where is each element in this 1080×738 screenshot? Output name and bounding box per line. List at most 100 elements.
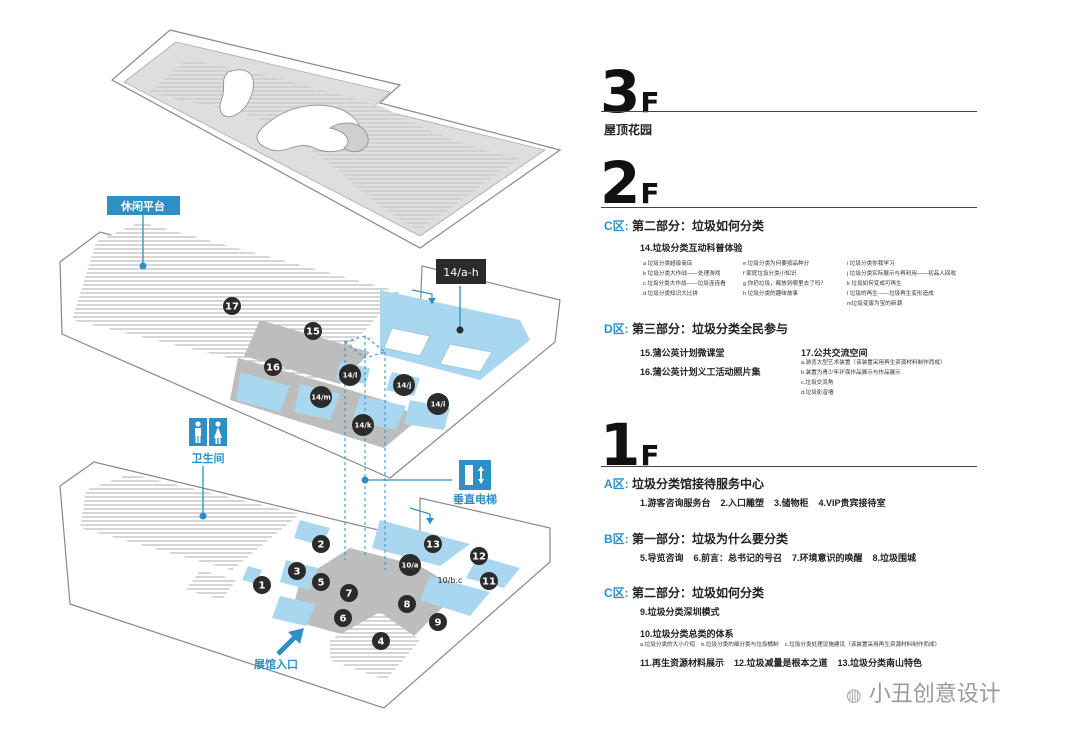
item-14: 14.垃圾分类互动科普体验: [640, 243, 743, 253]
room-marker-1f-11: 12: [470, 547, 488, 565]
svg-text:5: 5: [318, 578, 325, 589]
floor-1-b-heading: B区: 第一部分：垃圾为什么要分类: [604, 530, 788, 547]
floor-1-a-items: 1.游客咨询服务台 2.入口雕塑 3.储物柜 4.VIP贵宾接待室: [640, 498, 886, 508]
floor-1-heading: 1F: [600, 416, 660, 474]
svg-text:10/a: 10/a: [401, 562, 418, 570]
floor-1-rule: [601, 466, 977, 467]
sub-10: a.垃圾分类的大小介绍 b.垃圾分类的细分类与垃圾桶制 c.垃圾分类处理设施建设…: [640, 642, 941, 648]
floor-3-rule: [601, 111, 977, 112]
room-marker-2f-2: 16: [264, 358, 282, 376]
svg-text:1: 1: [259, 581, 266, 592]
svg-text:17: 17: [225, 302, 239, 313]
leisure-dot: [139, 262, 147, 270]
room-marker-2f-0: 17: [223, 297, 241, 315]
item-15: 15.蒲公英计划微课堂: [640, 348, 725, 358]
callout-leaders: [142, 214, 461, 516]
sub-14a: a 垃圾分类超级商店: [643, 261, 693, 267]
room-marker-1f-12: 11: [480, 572, 498, 590]
floor-1-a-zone: A区:: [604, 477, 629, 491]
floor-1-b-title: 第一部分：垃圾为什么要分类: [632, 532, 789, 546]
svg-text:6: 6: [340, 614, 347, 625]
floor-1-a-heading: A区: 垃圾分类馆接待服务中心: [604, 475, 764, 492]
sub-14e: e 垃圾分类为何要按品种分: [743, 261, 810, 267]
room-marker-1f-6: 8: [398, 595, 416, 613]
room-marker-1f-1: 2: [312, 535, 330, 553]
floor-2-c-zone: C区:: [604, 219, 629, 233]
floor-1-c-title: 第二部分：垃圾如何分类: [632, 586, 765, 600]
elevator-icon: [459, 460, 491, 490]
svg-text:12: 12: [472, 552, 486, 563]
leisure-platform-label-box: [107, 196, 180, 215]
room-marker-2f-6: 14/i: [427, 393, 449, 415]
sub-14d: d 垃圾分类知识大比拼: [643, 291, 699, 297]
svg-text:3: 3: [294, 567, 301, 578]
svg-text:14/j: 14/j: [397, 382, 412, 390]
box-2f-label-box: [436, 259, 486, 284]
item-9: 9.垃圾分类深圳模式: [640, 607, 720, 617]
sub-14i: i 垃圾分类你我学习: [847, 261, 895, 267]
sub-14k: k 垃圾如何变成可再生: [847, 281, 902, 287]
room-marker-1f-9: 10/a: [399, 554, 421, 576]
sub-17d: d.垃圾影音墙: [801, 390, 834, 396]
item-16: 16.蒲公英计划义工活动照片集: [640, 367, 761, 377]
floor-1-unit: F: [640, 439, 660, 472]
svg-text:10/b.c: 10/b.c: [438, 576, 463, 585]
floor-1-c-zone: C区:: [604, 586, 629, 600]
sub-14l: l 垃圾的再生——垃圾再生变形造成: [847, 291, 934, 297]
room-number-markers: 17151614/l14/j14/m14/i14/k12357684910/a1…: [223, 297, 498, 650]
sub-14g: g 你扔垃圾，都放到哪里去了吗？: [743, 281, 826, 287]
room-marker-1f-0: 1: [253, 576, 271, 594]
svg-text:15: 15: [306, 327, 320, 338]
floor-2-plan: [59, 222, 561, 479]
room-marker-2f-5: 14/m: [310, 386, 332, 408]
box-2f-dot: [456, 326, 464, 334]
sub-14b: b 垃圾分类大作战——处理游戏: [643, 271, 721, 277]
sub-17c: c.垃圾交流角: [801, 380, 834, 386]
svg-text:7: 7: [346, 589, 353, 600]
floor-2-c-title: 第二部分：垃圾如何分类: [632, 219, 765, 233]
box-2f-label: 14/a-h: [443, 266, 478, 279]
restroom-dot: [199, 512, 207, 520]
svg-text:13: 13: [426, 540, 440, 551]
sub-14m: m垃圾变废为宝的新潮: [847, 301, 903, 307]
watermark-text: 小丑创意设计: [868, 682, 1001, 707]
floor-2-c-heading: C区: 第二部分：垃圾如何分类: [604, 217, 764, 234]
floor-3-heading: 3F: [600, 63, 660, 121]
floor-2-unit: F: [640, 177, 660, 210]
room-marker-2f-7: 14/k: [352, 414, 374, 436]
svg-text:4: 4: [378, 637, 385, 648]
room-marker-1f-10: 13: [424, 535, 442, 553]
svg-text:9: 9: [435, 618, 442, 629]
sub-17a: a.游览大型艺术装置（该装置采用再生资源材料制作而成）: [801, 360, 946, 366]
sub-14j: j 垃圾分类实际展示与再利用——初品人回收: [847, 271, 957, 277]
watermark: ◍ 小丑创意设计: [846, 676, 1001, 708]
floor-1-c-heading: C区: 第二部分：垃圾如何分类: [604, 584, 764, 601]
entrance-arrow-icon: [276, 628, 304, 656]
item-17: 17.公共交流空间: [801, 348, 868, 358]
restroom-label: 卫生间: [192, 451, 225, 465]
elevator-dot: [361, 476, 369, 484]
room-marker-1f-7: 4: [372, 632, 390, 650]
floor-2-number: 2: [600, 149, 641, 217]
entrance-label: 展馆入口: [253, 657, 298, 671]
floor-1-a-title: 垃圾分类馆接待服务中心: [632, 477, 765, 491]
floor-1-b-items: 5.导览咨询 6.前言：总书记的号召 7.环境意识的唤醒 8.垃圾围城: [640, 553, 917, 563]
floor-1-c-items: 11.再生资源材料展示 12.垃圾减量是根本之道 13.垃圾分类南山特色: [640, 658, 923, 668]
room-marker-1f-5: 6: [334, 609, 352, 627]
sub-14c: c 垃圾分类大作战——垃圾连连看: [643, 281, 726, 287]
floor-2-d-zone: D区:: [604, 322, 629, 336]
item-10: 10.垃圾分类总类的体系: [640, 629, 734, 639]
room-marker-1f-3: 5: [312, 573, 330, 591]
svg-text:14/l: 14/l: [343, 372, 358, 380]
room-marker-1f-13: 10/b.c: [438, 576, 463, 585]
floor-2-d-title: 第三部分：垃圾分类全民参与: [632, 322, 789, 336]
elevator-label: 垂直电梯: [453, 492, 497, 506]
svg-text:14/k: 14/k: [355, 422, 372, 430]
room-marker-2f-4: 14/j: [393, 374, 415, 396]
floor-1-b-zone: B区:: [604, 532, 629, 546]
floor-3-roof: [110, 29, 562, 249]
svg-text:8: 8: [404, 600, 411, 611]
floor-3-number: 3: [600, 58, 641, 126]
floor-3-title: 屋顶花园: [604, 123, 653, 137]
